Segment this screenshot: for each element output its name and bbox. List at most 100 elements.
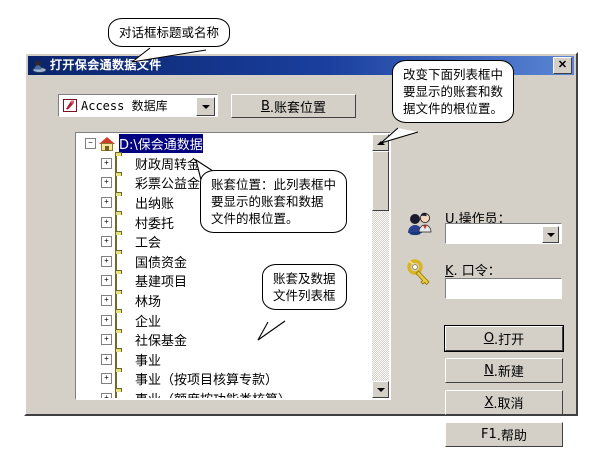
expand-icon[interactable]: + — [101, 197, 112, 209]
annotation-line: 据文件的根位置。 — [403, 101, 504, 116]
tree-item-label: D:\保会通数据 — [119, 134, 203, 154]
open-button[interactable]: O.打开 — [444, 325, 564, 352]
tree-item[interactable]: + 国债资金 — [77, 252, 372, 273]
tree-item[interactable]: + 企业 — [77, 310, 372, 332]
scroll-down-icon[interactable] — [372, 381, 389, 398]
annotation-line: 账套及数据 — [273, 271, 336, 286]
annotation-line: 要显示的账套和数据 — [211, 194, 324, 209]
folder-icon — [115, 194, 131, 214]
collapse-icon[interactable]: − — [85, 138, 96, 150]
new-button[interactable]: N.新建 — [445, 358, 563, 383]
tree-item[interactable]: + 工会 — [77, 232, 372, 253]
tree-item[interactable]: + 出纳账 — [77, 193, 372, 214]
annotation-line: 文件列表框 — [273, 288, 336, 303]
expand-icon[interactable]: + — [101, 157, 112, 169]
tree-item-label: 彩票公益金 — [135, 177, 201, 193]
cancel-button-accel: X — [484, 395, 494, 410]
tree-item-label: 企业 — [135, 314, 162, 330]
expand-icon[interactable]: + — [101, 373, 112, 385]
tree-item[interactable]: + 财政周转金 — [77, 154, 372, 175]
folder-icon — [115, 331, 131, 351]
account-tree-viewport: − D:\保会通数据 + 财政周转金 + 彩票公益金 + 出纳账 + 村委托 + 工会 + 国债资金 + 基建… — [77, 134, 372, 398]
tree-item[interactable]: + 彩票公益金 — [77, 173, 372, 194]
dialog-client-area: Access 数据库 B.账套位置 −D:\保会通数据+财政周转金+彩票公益金+… — [28, 75, 574, 447]
tree-root-item[interactable]: − D:\保会通数据 — [77, 134, 372, 154]
expand-icon[interactable]: + — [101, 255, 112, 267]
cancel-button[interactable]: X.取消 — [445, 390, 563, 415]
folder-icon — [115, 155, 131, 175]
chevron-down-icon[interactable] — [542, 226, 559, 243]
folder-icon — [115, 390, 131, 398]
scrollbar-thumb[interactable] — [372, 151, 389, 211]
help-button-accel: F1 — [481, 427, 497, 442]
folder-icon — [115, 253, 131, 273]
tree-vertical-scrollbar[interactable] — [372, 134, 389, 398]
close-icon[interactable]: ✕ — [553, 57, 572, 74]
expand-icon[interactable]: + — [101, 216, 112, 228]
annotation-line: 文件的根位置。 — [211, 211, 299, 226]
access-db-icon — [63, 99, 77, 112]
dialog-title: 打开保会通数据文件 — [50, 58, 162, 72]
home-icon — [99, 136, 115, 151]
tree-item[interactable]: + 事业 — [77, 350, 372, 371]
new-button-accel: N — [484, 363, 494, 378]
annotation-tree-listbox: 账套及数据 文件列表框 — [262, 264, 347, 310]
tree-item-label: 工会 — [135, 236, 162, 252]
expand-icon[interactable]: + — [101, 353, 112, 365]
tree-item[interactable]: + 林场 — [77, 291, 372, 312]
tree-item-label: 社保基金 — [135, 334, 188, 350]
expand-icon[interactable]: + — [101, 177, 112, 189]
annotation-dialog-title: 对话框标题或名称 — [108, 18, 231, 47]
folder-icon — [115, 312, 131, 332]
tree-item-label: 出纳账 — [135, 197, 175, 213]
tree-item[interactable]: + 基建项目 — [77, 271, 372, 292]
folder-icon — [115, 174, 131, 194]
annotation-line: 账套位置：此列表框中 — [211, 177, 337, 192]
expand-icon[interactable]: + — [101, 393, 112, 398]
expand-icon[interactable]: + — [101, 314, 112, 326]
account-location-button-accel: B — [260, 98, 270, 114]
password-label: K. 口令： — [445, 264, 501, 279]
scrollbar-track[interactable] — [372, 151, 389, 381]
scroll-up-icon[interactable] — [372, 134, 389, 151]
operator-combo[interactable] — [445, 223, 562, 244]
tree-item-label: 基建项目 — [135, 275, 188, 291]
user-disc-icon — [32, 58, 47, 73]
tree-item-label: 事业 — [135, 353, 162, 369]
chevron-down-icon[interactable] — [196, 97, 215, 116]
tree-item-label: 事业（按项目核算专款） — [135, 373, 279, 389]
tree-item[interactable]: + 事业（按项目核算专款） — [77, 369, 372, 390]
annotation-location-button: 改变下面列表框中 要显示的账套和数 据文件的根位置。 — [392, 60, 515, 123]
expand-icon[interactable]: + — [101, 334, 112, 346]
expand-icon[interactable]: + — [101, 295, 112, 307]
tree-item-label: 财政周转金 — [135, 157, 201, 173]
help-button[interactable]: F1.帮助 — [445, 422, 563, 447]
folder-icon — [115, 351, 131, 371]
account-location-button-label: .账套位置 — [269, 100, 327, 116]
users-icon — [406, 212, 434, 236]
annotation-line: 对话框标题或名称 — [119, 25, 220, 40]
help-button-label: .帮助 — [496, 429, 527, 444]
tree-item-label: 林场 — [135, 295, 162, 311]
folder-icon — [115, 292, 131, 312]
cancel-button-label: .取消 — [493, 397, 524, 412]
folder-icon — [115, 272, 131, 292]
database-type-value: Access 数据库 — [81, 99, 168, 113]
tree-item[interactable]: + 村委托 — [77, 212, 372, 234]
expand-icon[interactable]: + — [101, 236, 112, 248]
new-button-label: .新建 — [493, 365, 524, 380]
tree-item[interactable]: + 事业（额度按功能类核算） — [77, 389, 372, 398]
annotation-line: 改变下面列表框中 — [403, 67, 504, 82]
account-tree-items: − D:\保会通数据 + 财政周转金 + 彩票公益金 + 出纳账 + 村委托 + 工会 + 国债资金 + 基建… — [77, 134, 372, 398]
password-input[interactable] — [445, 278, 562, 299]
account-location-button[interactable]: B.账套位置 — [231, 94, 356, 118]
database-type-combo[interactable]: Access 数据库 — [58, 94, 218, 117]
folder-icon — [115, 214, 131, 234]
annotation-root-path: 账套位置：此列表框中 要显示的账套和数据 文件的根位置。 — [200, 170, 348, 233]
expand-icon[interactable]: + — [101, 275, 112, 287]
tree-item-label: 国债资金 — [135, 255, 188, 271]
tree-item-label: 事业（额度按功能类核算） — [135, 389, 291, 398]
annotation-line: 要显示的账套和数 — [403, 84, 504, 99]
tree-item[interactable]: + 社保基金 — [77, 330, 372, 351]
tree-item-label: 村委托 — [135, 216, 175, 232]
